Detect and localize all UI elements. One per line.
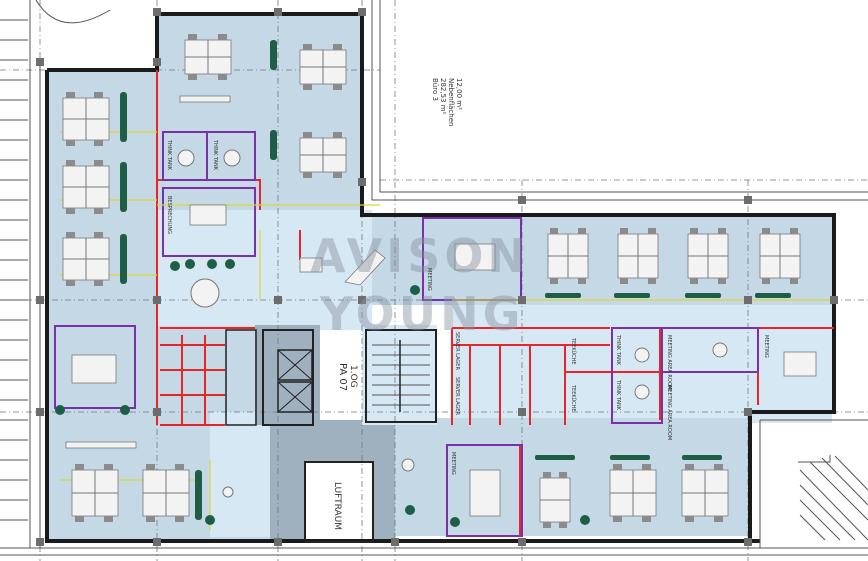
meeting-table-5 bbox=[783, 351, 817, 377]
watermark-line-1: AVISON bbox=[310, 229, 530, 283]
desk-clusters bbox=[62, 34, 817, 528]
plants bbox=[55, 40, 791, 527]
meeting-table-1 bbox=[189, 204, 227, 226]
desk-cluster-top-2 bbox=[299, 44, 347, 90]
room-fills bbox=[47, 15, 834, 542]
desk-cluster-top-1 bbox=[184, 34, 232, 80]
watermark-line-2: YOUNG bbox=[319, 287, 524, 341]
meeting-area-room-label-1: MEETING AREA ROOM bbox=[666, 335, 672, 390]
meeting-label-3: MEETING bbox=[450, 452, 456, 475]
think-tank-label-3: THINK TANK bbox=[615, 334, 621, 366]
meeting-table-2 bbox=[454, 243, 496, 271]
stair-bottom-right bbox=[798, 455, 868, 541]
besprechung-label: BESPRECHUNG bbox=[166, 196, 172, 234]
meeting-table-4 bbox=[71, 354, 117, 384]
meeting-label-1: MEETING bbox=[426, 268, 432, 291]
think-tank-label-4: THINK TANK bbox=[615, 379, 621, 411]
buro-name: Büro 3 bbox=[431, 78, 439, 101]
server-lager-label-1: SERVER LAGER bbox=[454, 332, 460, 370]
core-name: PA 07 bbox=[337, 363, 348, 391]
core-floor: 1.OG bbox=[348, 365, 358, 388]
desk-cluster-left-1 bbox=[62, 92, 110, 146]
desk-cluster-bottom-left-1 bbox=[71, 464, 119, 522]
meeting-table-3 bbox=[469, 469, 501, 517]
purple-meeting-rooms bbox=[54, 131, 759, 537]
desk-cluster-top-3 bbox=[299, 132, 347, 178]
desk-cluster-right-1 bbox=[547, 228, 589, 284]
think-tank-label-2: THINK TANK bbox=[166, 139, 172, 171]
server-lager-label-2: SERVER LAGER bbox=[454, 377, 460, 415]
stair-hatch-left bbox=[0, 0, 111, 521]
room-labels: Büro 3 282,53 m² Nebenflächen 12,00 m² P… bbox=[166, 78, 769, 530]
desk-cluster-bottom-right-1 bbox=[539, 472, 571, 528]
buro-area-3: 12,00 m² bbox=[455, 78, 463, 110]
desk-cluster-bottom-left-2 bbox=[142, 464, 190, 522]
desk-cluster-bottom-right-2 bbox=[609, 464, 657, 522]
long-table-top bbox=[179, 95, 231, 103]
desk-cluster-bottom-right-3 bbox=[681, 464, 729, 522]
reception-counter bbox=[344, 249, 386, 286]
desk-cluster-right-3 bbox=[687, 228, 729, 284]
meeting-label-2: MEETING bbox=[763, 335, 769, 358]
round-tables bbox=[177, 149, 728, 498]
buro-area-2: Nebenflächen bbox=[447, 78, 455, 126]
luftraum-label: LUFTRAUM bbox=[332, 482, 342, 530]
think-tank-label-1: THINK TANK bbox=[212, 139, 218, 171]
teekueche-label-1: TEEKÜCHE bbox=[570, 337, 577, 365]
buro-area-1: 282,53 m² bbox=[439, 78, 447, 115]
reception-desk bbox=[299, 257, 323, 273]
desk-cluster-right-2 bbox=[617, 228, 659, 284]
building-core bbox=[225, 329, 437, 543]
long-table-bottom-left bbox=[65, 441, 137, 449]
desk-cluster-right-4 bbox=[759, 228, 801, 284]
meeting-area-room-label-2: MEETING AREA ROOM bbox=[666, 385, 672, 440]
structural-columns bbox=[36, 8, 838, 546]
desk-cluster-left-3 bbox=[62, 232, 110, 286]
watermark: AVISON YOUNG bbox=[310, 229, 530, 341]
desk-cluster-left-2 bbox=[62, 160, 110, 214]
teekueche-label-2: TEEKÜCHE bbox=[570, 384, 577, 412]
